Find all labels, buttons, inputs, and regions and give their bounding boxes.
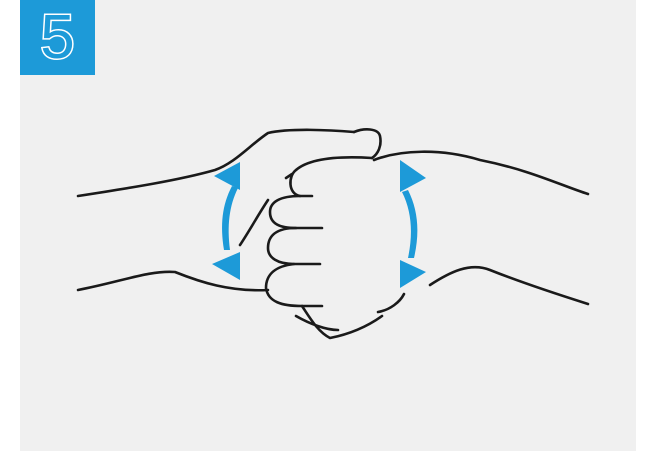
middle-finger [270, 196, 322, 228]
right-arrow-up [400, 160, 426, 192]
right-arc [402, 190, 417, 258]
fist-bottom [302, 306, 382, 338]
right-arrow-down [400, 260, 426, 288]
ring-finger [268, 228, 320, 264]
right-forearm-bottom [430, 267, 588, 304]
hands-line-art [78, 129, 588, 338]
rotate-arrows-icon [212, 160, 426, 288]
fist-top [296, 157, 372, 170]
left-arrow-down [212, 252, 240, 280]
left-arc [222, 186, 238, 250]
back-hand-thumb [354, 129, 381, 158]
back-hand-knuckle [378, 294, 404, 312]
index-finger [290, 170, 312, 196]
palm-crease-left [240, 200, 268, 245]
left-arrow-up [214, 162, 240, 190]
little-finger [266, 264, 322, 306]
